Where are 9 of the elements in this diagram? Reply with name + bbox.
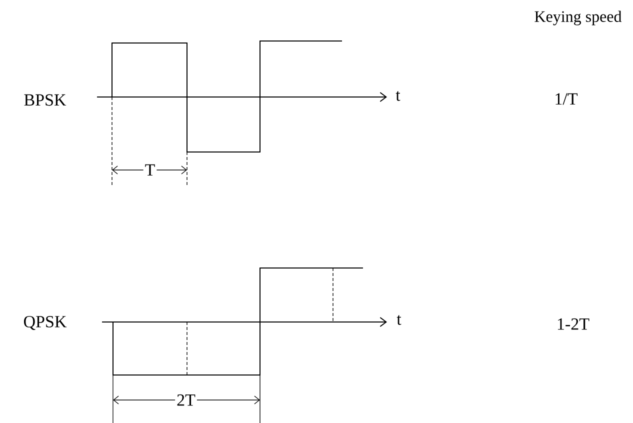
axis-label: t <box>396 315 402 325</box>
column-heading: Keying speed <box>534 10 622 26</box>
axis-label: t <box>396 91 400 101</box>
keying-speed-value: 1-2T <box>558 318 590 330</box>
signal-name: BPSK <box>24 94 66 106</box>
signal-name: QPSK <box>24 316 67 330</box>
dimension-label: 2T <box>175 392 197 408</box>
dimension-label: T <box>143 162 157 178</box>
keying-speed-value: 1/T <box>556 93 578 105</box>
